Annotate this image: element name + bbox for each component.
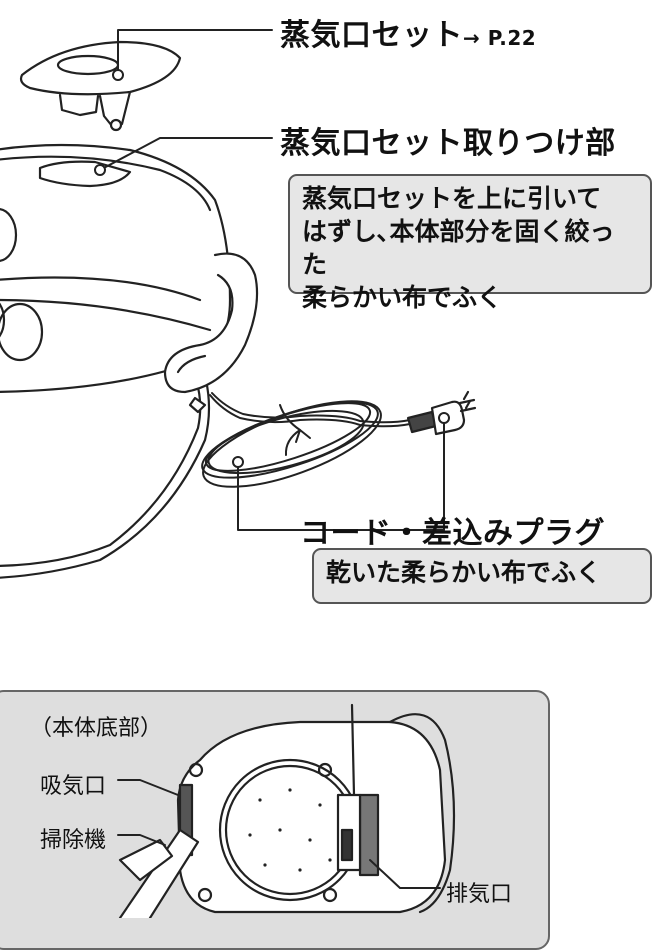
cord-plug-label: コード・差込みプラグ: [300, 516, 605, 551]
cord-note: 乾いた柔らかい布でふく: [312, 548, 652, 604]
leader-plug: [299, 417, 445, 531]
plug: [406, 390, 477, 436]
leader-steam-mount: [99, 137, 273, 171]
steam-mount-note: 蒸気口セットを上に引いて はずし､本体部分を固く絞った 柔らかい布でふく: [288, 174, 652, 312]
illustration: [0, 29, 477, 579]
base-title: （本体底部）: [30, 716, 163, 741]
steam-vent-cap: [19, 40, 182, 132]
steam-set-label: 蒸気口セット→ P.22: [280, 18, 537, 53]
power-cord: [201, 392, 411, 488]
vacuum-label: 掃除機: [40, 828, 107, 853]
rice-cooker-body: [0, 143, 259, 579]
leader-cord: [237, 461, 301, 531]
leader-steam-set: [117, 29, 273, 76]
steam-mount-label: 蒸気口セット取りつけ部: [280, 126, 616, 161]
base-illustration: [117, 703, 456, 918]
exhaust-label: 排気口: [446, 882, 513, 907]
intake-label: 吸気口: [40, 774, 107, 799]
